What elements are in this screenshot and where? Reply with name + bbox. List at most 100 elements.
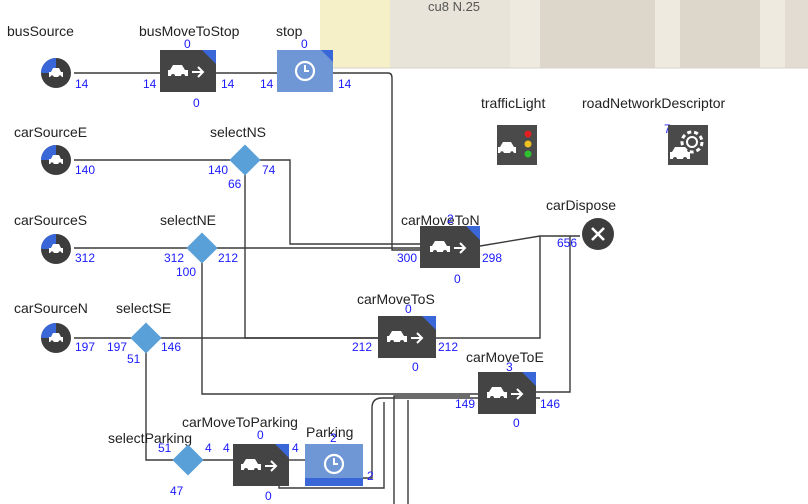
car-move-icon [430,241,467,254]
carMoveToE-in-count: 149 [455,397,476,411]
carDispose-node[interactable] [582,218,614,250]
busMoveToStop-bottom-count: 0 [193,96,200,110]
carMoveToParking-block[interactable] [233,444,289,486]
busSource-node[interactable] [41,58,71,88]
carMoveToE-bottom-count: 0 [513,416,520,430]
clock-icon [323,453,345,475]
selectSE-bottom-count: 51 [127,352,141,366]
selectNS-label: selectNS [210,124,267,140]
block-corner [275,444,289,458]
stop-top-count: 0 [301,37,308,51]
selectParking-label: selectParking [108,430,193,446]
selectSE-out-count: 146 [161,340,182,354]
carMoveToS-label: carMoveToS [357,291,435,307]
carSourceN-label: carSourceN [14,300,88,316]
carMoveToN-block[interactable] [420,226,480,268]
traffic-light-icon [498,130,532,158]
busMoveToStop-in-count: 14 [143,77,157,91]
carMoveToParking-out-count: 4 [292,441,299,455]
parking-out-count: 2 [367,469,374,483]
busMoveToStop-out-count: 14 [221,77,235,91]
car-move-icon [487,387,524,400]
busMoveToStop-label: busMoveToStop [139,23,240,39]
car-icon [49,333,63,344]
car-gear-icon [670,130,704,161]
carSourceN-out-count: 197 [75,340,96,354]
roadNetworkDescriptor-element[interactable] [668,125,708,165]
carMoveToN-label: carMoveToN [401,212,480,228]
carMoveToS-block[interactable] [378,316,436,358]
selectSE-in-count: 197 [107,340,128,354]
block-corner [522,372,536,386]
carSourceS-out-count: 312 [75,251,96,265]
selectNE-bottom-count: 100 [176,265,197,279]
stop-out-count: 14 [338,77,352,91]
carMoveToParking-top-count: 0 [257,428,264,442]
carMoveToE-out-count: 146 [540,397,561,411]
carMoveToE-label: carMoveToE [466,349,544,365]
parking-capacity-bar [305,478,363,486]
block-corner [466,226,480,240]
block-corner [202,50,216,64]
car-move-icon [387,331,424,344]
selectNE-label: selectNE [160,212,217,228]
busSource-label: busSource [7,23,74,39]
carMoveToS-top-count: 0 [405,302,412,316]
carSourceN-node[interactable] [41,323,71,353]
carMoveToN-in-count: 300 [397,251,418,265]
service-corner [321,50,333,62]
car-move-icon [241,459,278,472]
carMoveToParking-label: carMoveToParking [182,414,298,430]
carMoveToN-bottom-count: 0 [454,272,461,286]
block-corner [422,316,436,330]
carMoveToN-out-count: 298 [482,251,503,265]
selectNE-in-count: 312 [164,251,185,265]
carMoveToS-out-count: 212 [438,340,459,354]
car-icon [49,155,63,166]
carDispose-label: carDispose [546,197,617,213]
stop-service[interactable] [277,50,333,92]
busMoveToStop-top-count: 0 [184,37,191,51]
carSourceE-node[interactable] [41,145,71,175]
selectNS-out-count: 74 [262,163,276,177]
trafficLight-label: trafficLight [481,95,546,111]
stop-in-count: 14 [260,77,274,91]
carSourceS-label: carSourceS [14,212,88,228]
parking-service[interactable] [305,444,363,486]
selectParking-in-count: 51 [158,441,172,455]
dispose-x-icon [591,227,605,241]
busMoveToStop-block[interactable] [160,50,216,92]
roadNetworkDescriptor-count: 7 [664,122,671,136]
selectNE-out-count: 212 [218,251,239,265]
carMoveToE-block[interactable] [478,372,536,414]
carMoveToParking-bottom-count: 0 [265,489,272,503]
carMoveToParking-in-count: 4 [223,441,230,455]
busSource-out-count: 14 [75,77,89,91]
roadNetworkDescriptor-label: roadNetworkDescriptor [582,95,726,111]
clock-icon [294,60,316,82]
connectors [74,72,580,504]
carSourceE-out-count: 140 [75,163,96,177]
selectSE-label: selectSE [116,300,172,316]
carMoveToS-bottom-count: 0 [412,360,419,374]
parking-top-count: 2 [330,431,337,445]
selectNS-bottom-count: 66 [228,177,242,191]
stop-label: stop [276,23,303,39]
car-icon [49,244,63,255]
trafficLight-element[interactable] [497,125,537,165]
selectParking-bottom-count: 47 [170,484,184,498]
map-text: cu8 N.25 [428,0,480,14]
carDispose-in-count: 656 [557,236,578,250]
car-icon [49,68,63,79]
selectParking-out-count: 4 [205,441,212,455]
carSourceS-node[interactable] [41,234,71,264]
carMoveToN-top-count: 2 [447,212,454,226]
car-move-icon [168,65,205,78]
map-fragment [320,0,808,69]
carMoveToS-in-count: 212 [352,340,373,354]
carSourceE-label: carSourceE [14,124,88,140]
carMoveToE-top-count: 3 [506,360,513,374]
parking-label: Parking [306,424,354,440]
selectNS-in-count: 140 [208,163,229,177]
